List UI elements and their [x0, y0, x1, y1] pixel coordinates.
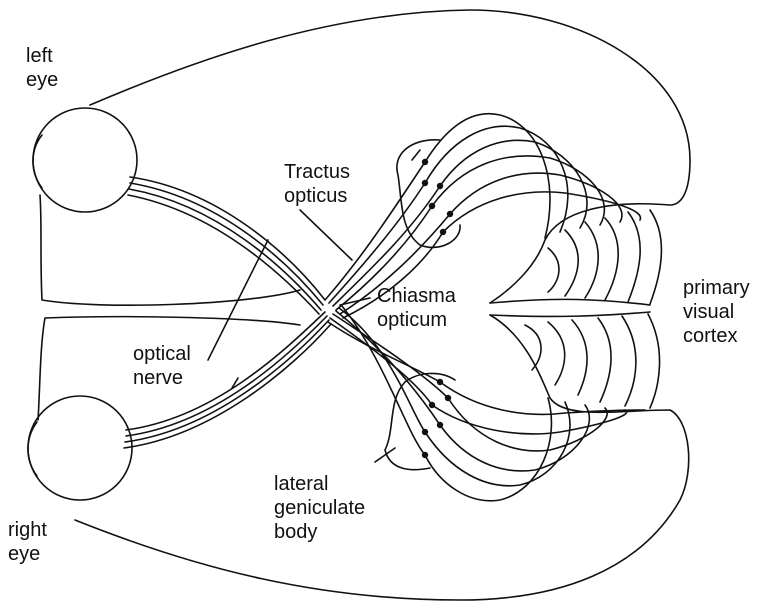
nerve-fiber — [128, 195, 319, 314]
left-eye-cornea — [33, 135, 42, 188]
radiation-fiber — [432, 405, 627, 434]
left-eyeball — [33, 108, 137, 212]
cortex-fold — [585, 222, 598, 298]
right-eye-cornea — [28, 422, 37, 476]
cortex-fold — [598, 318, 611, 402]
radiation-fiber — [425, 126, 568, 232]
cortex-fold — [622, 316, 636, 406]
radiation-fiber — [440, 382, 645, 414]
label-primary-visual-cortex: primary visual cortex — [683, 276, 750, 348]
label-right-eye: right eye — [8, 518, 47, 566]
label-chiasma-opticum: Chiasma opticum — [377, 284, 456, 332]
lower-cortex-folds — [525, 314, 660, 408]
optical-nerve-leader-upper — [208, 240, 268, 360]
lgn-pointer — [412, 150, 420, 160]
cortex-fold — [648, 314, 660, 408]
tractus-opticus-leader — [300, 210, 352, 260]
label-lateral-geniculate-body: lateral geniculate body — [274, 472, 365, 544]
cortex-fold — [548, 322, 565, 385]
leader-lines — [208, 210, 370, 388]
label-left-eye: left eye — [26, 44, 58, 92]
label-tractus-opticus: Tractus opticus — [284, 160, 350, 208]
left-eye-drawing — [33, 108, 137, 212]
label-optical-nerve: optical nerve — [133, 342, 191, 390]
cortex-fold — [572, 320, 587, 395]
cortex-fold — [548, 248, 559, 292]
medial-fissure-top — [490, 299, 650, 305]
upper-cortex-folds — [548, 210, 661, 304]
radiation-fiber — [450, 173, 622, 222]
right-eye-drawing — [28, 396, 132, 500]
cortex-fold — [565, 230, 578, 296]
cortex-fold — [650, 210, 661, 304]
upper-optic-radiation — [425, 114, 640, 238]
lower-optic-radiation — [425, 382, 645, 501]
cortex-fold — [628, 212, 640, 302]
cortex-fold — [605, 218, 618, 300]
right-eyeball — [28, 396, 132, 500]
lgn-cells — [422, 159, 453, 235]
radiation-fiber — [440, 405, 589, 471]
medial-fissure-bottom — [490, 312, 650, 316]
